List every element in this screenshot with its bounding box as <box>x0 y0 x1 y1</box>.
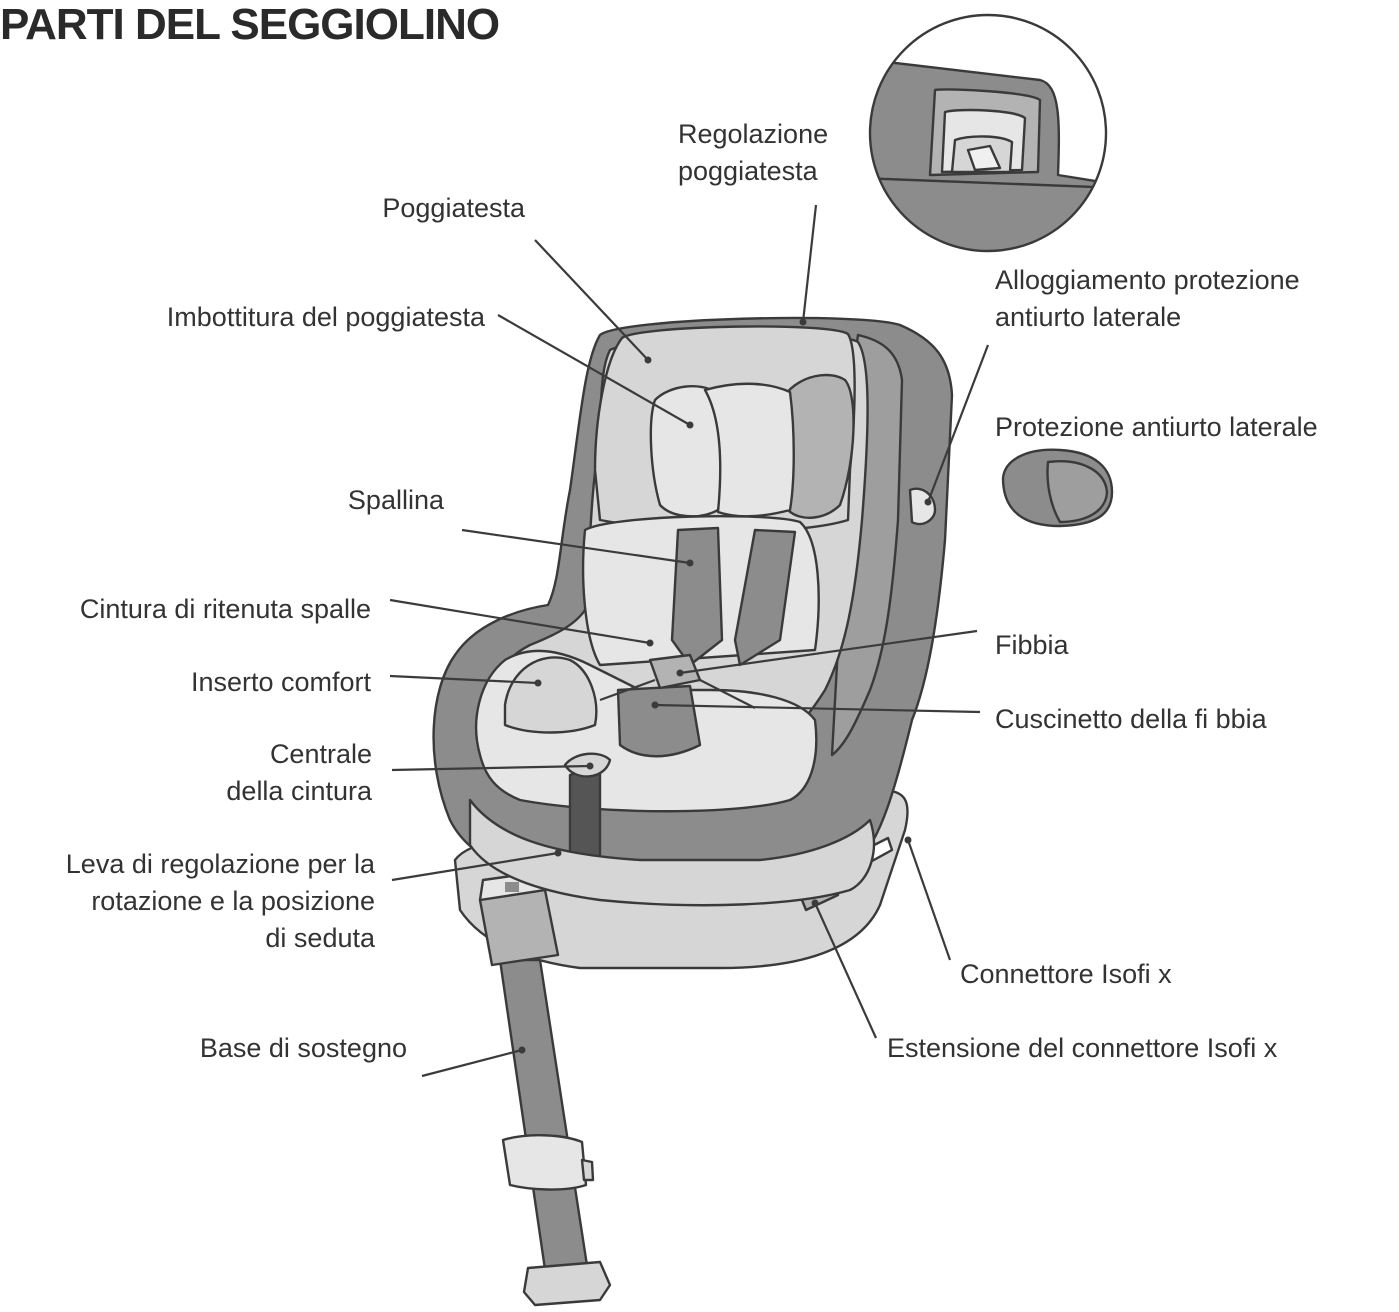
leader-lines <box>389 204 990 1078</box>
label-regolazione-poggiatesta: Regolazione poggiatesta <box>678 116 828 190</box>
label-inserto-comfort: Inserto comfort <box>190 667 371 697</box>
label-alloggiamento-line-2: antiurto laterale <box>995 302 1182 332</box>
label-cuscinetto-fibbia: Cuscinetto della fi bbia <box>995 704 1267 734</box>
label-estensione-connettore: Estensione del connettore Isofi x <box>887 1033 1278 1063</box>
label-regolazione-line-2: poggiatesta <box>678 156 818 186</box>
label-regolazione-line-1: Regolazione <box>678 119 829 149</box>
seat-shell-illustration <box>432 316 954 907</box>
side-impact-protector-illustration <box>1001 448 1114 528</box>
leader-dots <box>518 318 932 1054</box>
label-alloggiamento-protezione: Alloggiamento protezione antiurto latera… <box>995 262 1300 336</box>
headrest-adjustment-zoom <box>868 13 1108 253</box>
page-title: PARTI DEL SEGGIOLINO <box>0 0 500 49</box>
label-poggiatesta: Poggiatesta <box>382 193 525 223</box>
label-cintura-ritenuta: Cintura di ritenuta spalle <box>79 594 371 624</box>
label-leva-regolazione: Leva di regolazione per la rotazione e l… <box>0 846 375 957</box>
label-fibbia: Fibbia <box>995 630 1069 660</box>
label-centrale-line-1: Centrale <box>269 739 372 769</box>
label-imbottitura-poggiatesta: Imbottitura del poggiatesta <box>166 302 485 332</box>
label-centrale-line-2: della cintura <box>226 776 372 806</box>
label-protezione-antiurto: Protezione antiurto laterale <box>995 412 1318 442</box>
label-spallina: Spallina <box>347 485 444 515</box>
label-leva-line-2: rotazione e la posizione <box>91 886 375 916</box>
label-leva-line-1: Leva di regolazione per la <box>65 849 375 879</box>
label-leva-line-3: di seduta <box>265 923 375 953</box>
support-leg-illustration <box>498 958 612 1307</box>
label-alloggiamento-line-1: Alloggiamento protezione <box>995 265 1300 295</box>
label-centrale-cintura: Centrale della cintura <box>120 736 372 810</box>
label-connettore-isofix: Connettore Isofi x <box>960 959 1172 989</box>
label-base-sostegno: Base di sostegno <box>199 1033 407 1063</box>
